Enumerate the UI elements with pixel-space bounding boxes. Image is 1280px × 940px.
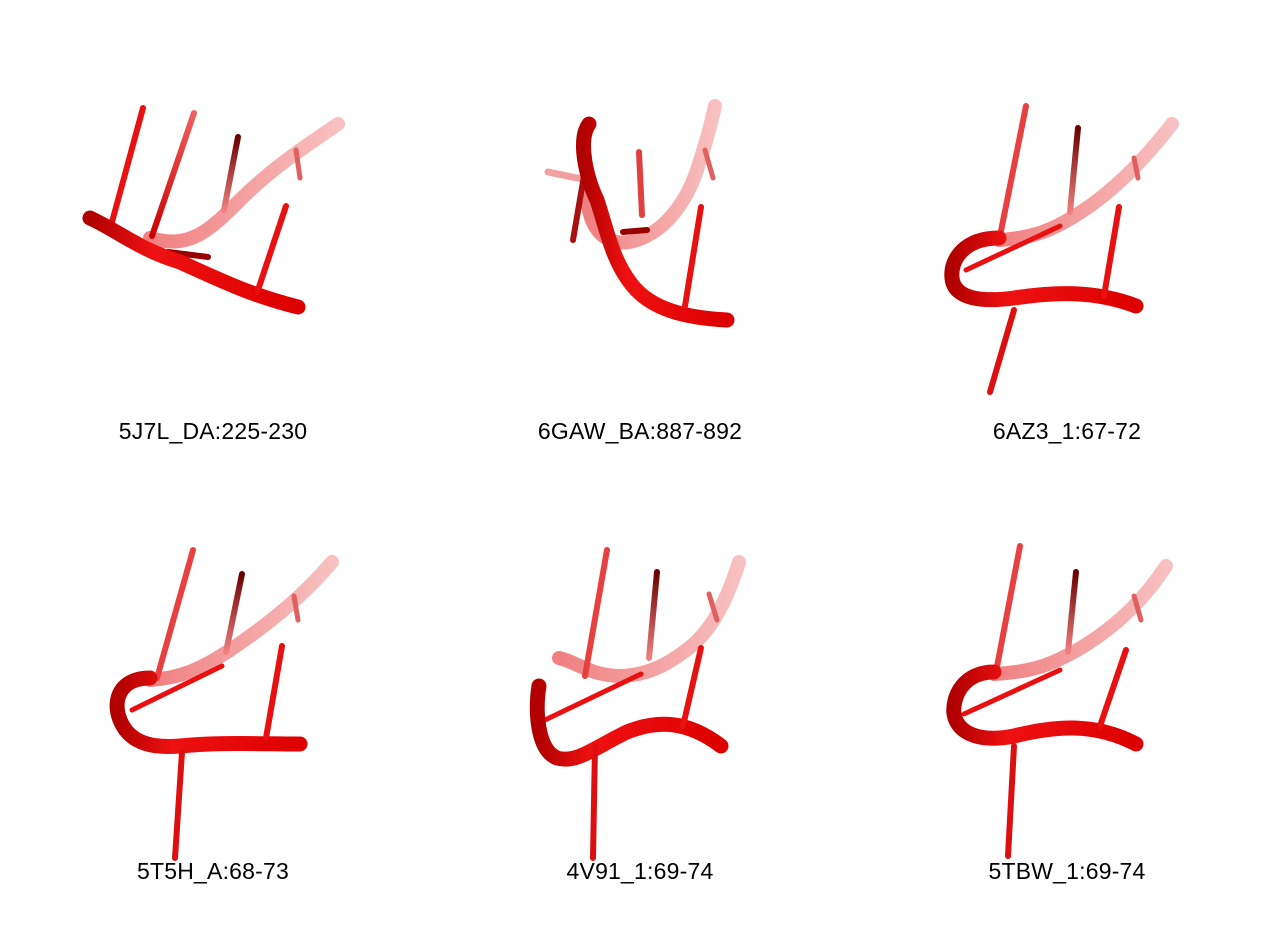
panel-label: 5J7L_DA:225-230 — [118, 418, 308, 444]
panel-label: 5TBW_1:69-74 — [988, 858, 1146, 884]
rna-structure-render-2 — [544, 99, 735, 328]
structure-panel-5: 4V91_1:69-74 — [427, 470, 853, 940]
rna-structure-render-4 — [109, 547, 339, 861]
panel-label: 6GAW_BA:887-892 — [537, 418, 743, 444]
structure-panel-1: 5J7L_DA:225-230 — [0, 0, 426, 470]
panel-label: 6AZ3_1:67-72 — [992, 418, 1142, 444]
rna-structure-render-3 — [944, 103, 1179, 395]
structure-panel-4: 5T5H_A:68-73 — [0, 470, 426, 940]
rna-structure-render-6 — [946, 543, 1173, 859]
panel-label: 5T5H_A:68-73 — [137, 858, 289, 884]
structure-panel-3: 6AZ3_1:67-72 — [854, 0, 1280, 470]
panel-label: 4V91_1:69-74 — [566, 858, 714, 884]
rna-structure-render-1 — [82, 105, 345, 315]
structure-panel-6: 5TBW_1:69-74 — [854, 470, 1280, 940]
rna-structure-render-5 — [529, 547, 746, 861]
structure-panel-2: 6GAW_BA:887-892 — [427, 0, 853, 470]
